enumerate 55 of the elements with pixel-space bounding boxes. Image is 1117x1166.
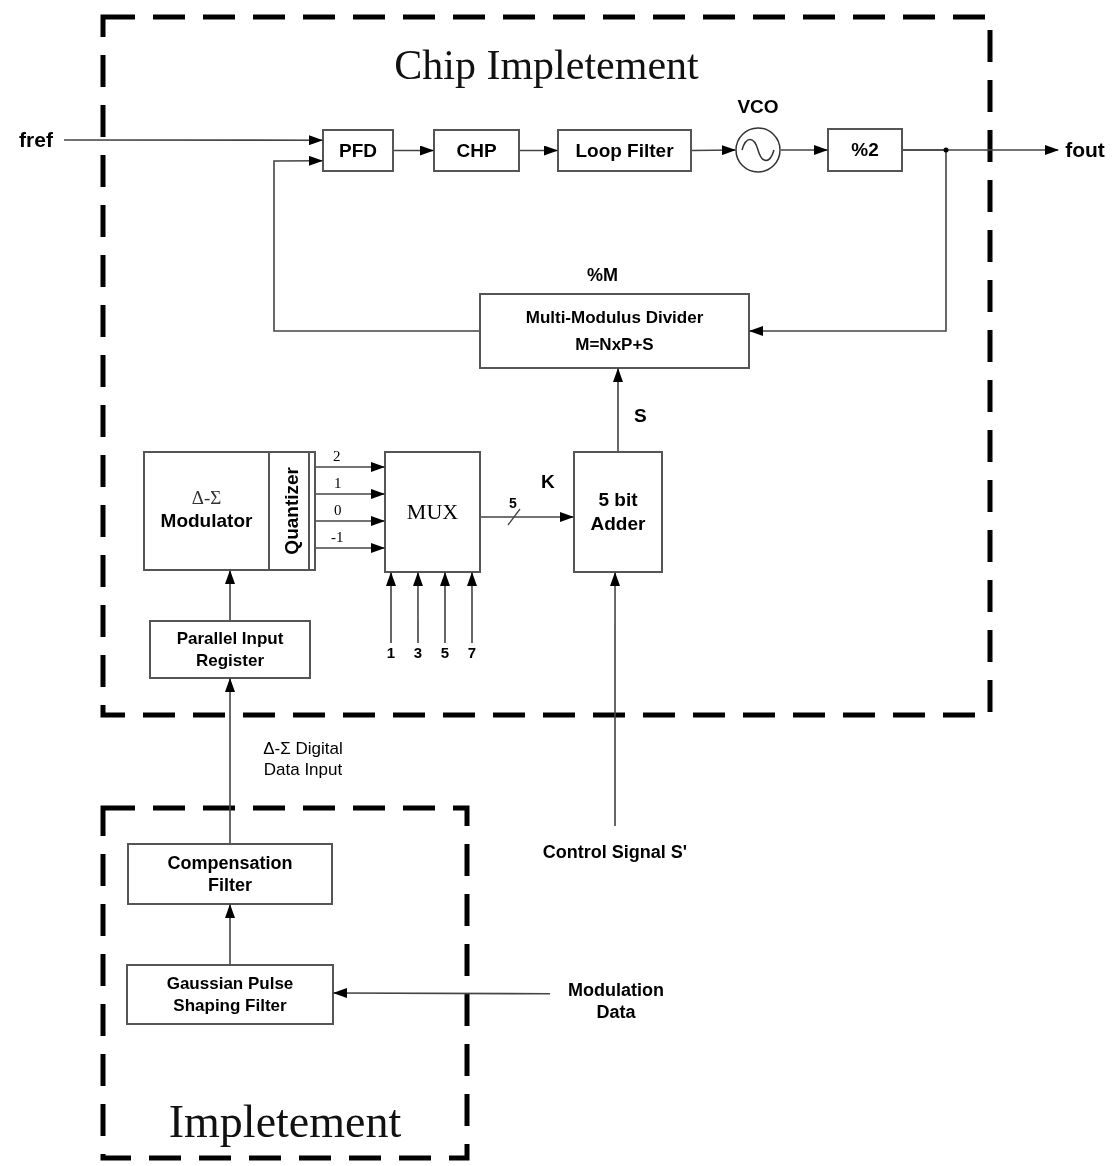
signal-label: fout <box>1058 137 1112 163</box>
group-title: Chip Impletement <box>393 41 700 90</box>
connector-arrow <box>519 145 558 156</box>
process-box: %2 <box>827 128 903 172</box>
connector-arrow <box>393 145 434 156</box>
block-heading: VCO <box>736 97 780 116</box>
connector-arrow <box>225 904 235 965</box>
process-box: Compensation Filter <box>127 843 333 905</box>
process-box: Parallel Input Register <box>149 620 311 679</box>
edge-label: 1 <box>334 474 342 493</box>
edge-label: Δ-Σ Digital Data Input <box>262 738 344 781</box>
connector-arrow <box>315 543 385 553</box>
connector-arrow <box>315 488 385 499</box>
edge-label: -1 <box>331 528 344 547</box>
connector-arrow <box>225 570 235 621</box>
block-label: Modulator <box>159 511 254 530</box>
connector-arrow <box>780 145 828 155</box>
edge-label: 2 <box>333 447 341 466</box>
connector-arrow <box>440 572 450 644</box>
connector-arrow <box>315 462 385 472</box>
connector-arrow <box>412 572 423 644</box>
connector-arrow <box>749 149 947 336</box>
connector-arrow <box>467 572 477 644</box>
edge-label: 5 <box>509 495 517 513</box>
multiplexer-box: MUX <box>384 451 481 573</box>
connector-arrow <box>613 368 623 452</box>
signal-label: 7 <box>465 643 479 663</box>
symbol-text: Δ-Σ <box>190 488 223 507</box>
quantizer-box: Quantizer <box>268 453 310 569</box>
process-box: 5 bit Adder <box>573 451 663 573</box>
process-box: CHP <box>433 129 520 172</box>
process-box: Gaussian Pulse Shaping Filter <box>126 964 334 1025</box>
group-title: Impletement <box>167 1095 403 1149</box>
signal-label: Control Signal S' <box>525 826 705 878</box>
process-box: Loop Filter <box>557 129 692 172</box>
connector-arrow <box>225 678 235 844</box>
signal-label: fref <box>8 127 64 153</box>
connector-arrow <box>610 572 621 827</box>
modulator-box <box>143 451 316 571</box>
signal-label: 1 <box>384 643 398 663</box>
connector-arrow <box>273 155 480 332</box>
connector-arrow <box>315 516 385 526</box>
signal-label: Modulation Data <box>550 977 682 1025</box>
edge-label: 0 <box>334 501 342 520</box>
process-box: PFD <box>322 129 394 172</box>
block-heading: %M <box>587 266 618 284</box>
signal-name: K <box>541 472 555 491</box>
signal-label: 3 <box>411 643 425 663</box>
edge-label: S <box>634 404 647 428</box>
signal-label: 5 <box>438 643 452 663</box>
connector-arrow <box>480 512 574 522</box>
connector-arrow <box>333 988 551 998</box>
connector-arrow <box>63 135 323 146</box>
connector-arrow <box>386 572 396 644</box>
connector-arrow <box>691 145 736 156</box>
